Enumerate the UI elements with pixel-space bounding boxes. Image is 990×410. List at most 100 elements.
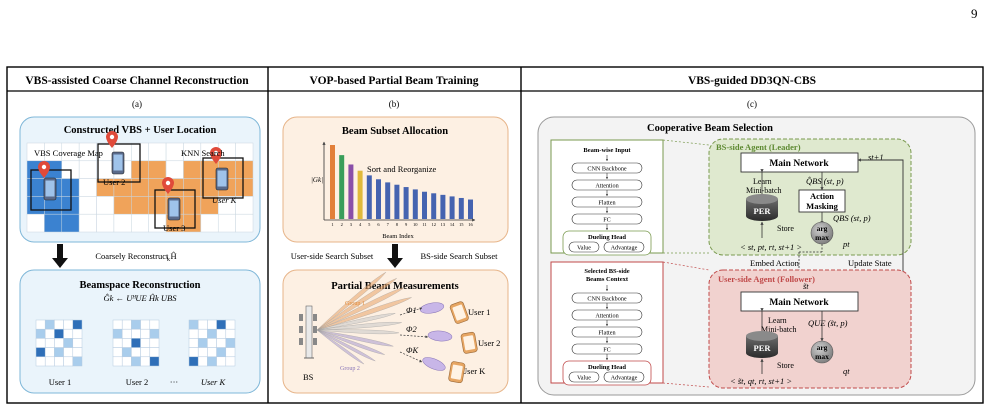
user-phones [448,301,478,384]
left-panel-header: VBS-assisted Coarse Channel Reconstructi… [25,75,249,87]
matrix-cell [72,338,83,348]
value-label: Value [577,245,591,252]
location-pin-icon [162,177,174,194]
cooperative-title: Cooperative Beam Selection [647,123,773,134]
coverage-cell [183,213,202,233]
matrix-cell [35,356,46,367]
matrix-cell [188,347,199,358]
matrix-cell [197,356,208,367]
matrix-cell [225,347,236,358]
coarse-reconstruct-arrow: Coarsely Reconstruct Ĥ k [52,244,177,268]
right-sub-label: (c) [747,99,757,109]
beam-lobes [316,272,453,371]
matrix-label-k: User K [201,377,227,387]
ue-main-network-label: Main Network [769,298,829,308]
knn-highlight-box [30,169,72,211]
matrix-cell [207,328,217,339]
coverage-cell [26,213,45,233]
matrix-cell [207,338,217,348]
matrix-cell [35,338,46,348]
group2-label: Group 2 [340,366,360,372]
matrix-cell [72,356,83,367]
value-stream [568,371,600,383]
matrix-label-2: User 2 [126,377,148,387]
bs-per-label: PER [754,206,772,216]
partial-measure-title: Partial Beam Measurements [331,281,459,292]
coverage-cell [78,178,97,197]
matrix-cell [149,338,160,348]
tick-5: 5 [368,222,371,227]
matrix-cell [35,328,46,339]
matrix-cell [140,356,151,367]
location-pin-icon [106,131,118,148]
matrix-cell [140,347,151,358]
user-beam-lobe [427,330,453,342]
coverage-cell [148,196,167,215]
action-masking-label-2: Masking [806,201,838,211]
partial-beam-arrow: User-side Search Subset BS-side Search S… [291,244,498,268]
net-layer-label: FC [603,347,611,354]
matrix-cell [63,338,74,348]
vbs-box-title: Constructed VBS + User Location [64,125,217,136]
phone-screen [169,200,179,217]
tick-7: 7 [387,222,390,227]
pin-dot [165,180,171,186]
matrix-cell [121,328,132,339]
bs-minibatch-label: Mini-batch [746,186,782,195]
net-layer-label: CNN Backbone [587,166,627,173]
user2-label: User 2 [103,177,125,187]
tick-8: 8 [396,222,399,227]
advantage-label: Advantage [611,375,638,382]
coverage-cell [148,142,167,162]
user1-label: User 1 [468,307,490,317]
net-layer-label: Attention [595,183,618,190]
phik-label: ΦK [406,345,419,355]
net-layer-label: Flatten [598,330,615,337]
knn-highlight-box [154,189,196,229]
knn-highlight-box [202,157,244,199]
matrix-cell [149,356,160,367]
tick-3: 3 [350,222,353,227]
user3-label: User 3 [163,223,185,233]
matrix-cell [44,338,55,348]
embed-action-label: Embed Action [750,258,800,268]
matrix-cell [216,319,227,330]
bs-antenna-icon [299,305,317,359]
bs-argmax-max: max [815,233,829,242]
matrix-cell [131,328,141,339]
bar-1 [330,145,335,219]
knn-search-label: KNN Search [181,148,225,158]
coverage-cell [78,160,97,179]
user-phone-icon [460,331,478,354]
location-pin-icon [210,147,222,164]
matrix-cell [225,328,236,339]
matrix-cell [131,347,141,358]
matrix-cell [35,319,46,330]
q-t-label: qt [843,366,850,376]
matrix-cell [140,319,151,330]
phone-screen [463,335,476,351]
coverage-grid [26,131,254,233]
user-beam-lobe [422,357,446,371]
matrix-cell [72,328,83,339]
measurement-arrow [399,334,429,339]
knn-highlight-box [97,143,141,183]
matrix-cell [54,347,64,358]
coverage-map-label: VBS Coverage Map [34,148,103,158]
matrix-cell [121,338,132,348]
coverage-cell [183,196,202,215]
bar-5 [366,175,372,219]
ue-argmax-node [810,340,834,364]
matrix-cell [131,356,141,367]
matrix-cell [131,319,141,330]
matrix-cell [140,338,151,348]
pin-dot [213,150,219,156]
tick-13: 13 [441,222,446,227]
matrix-cell [112,356,123,367]
phone-screen [217,170,227,187]
bar-4 [357,170,363,219]
bar-14 [449,196,455,219]
coverage-cell [235,178,254,197]
matrix-cell [72,319,83,330]
